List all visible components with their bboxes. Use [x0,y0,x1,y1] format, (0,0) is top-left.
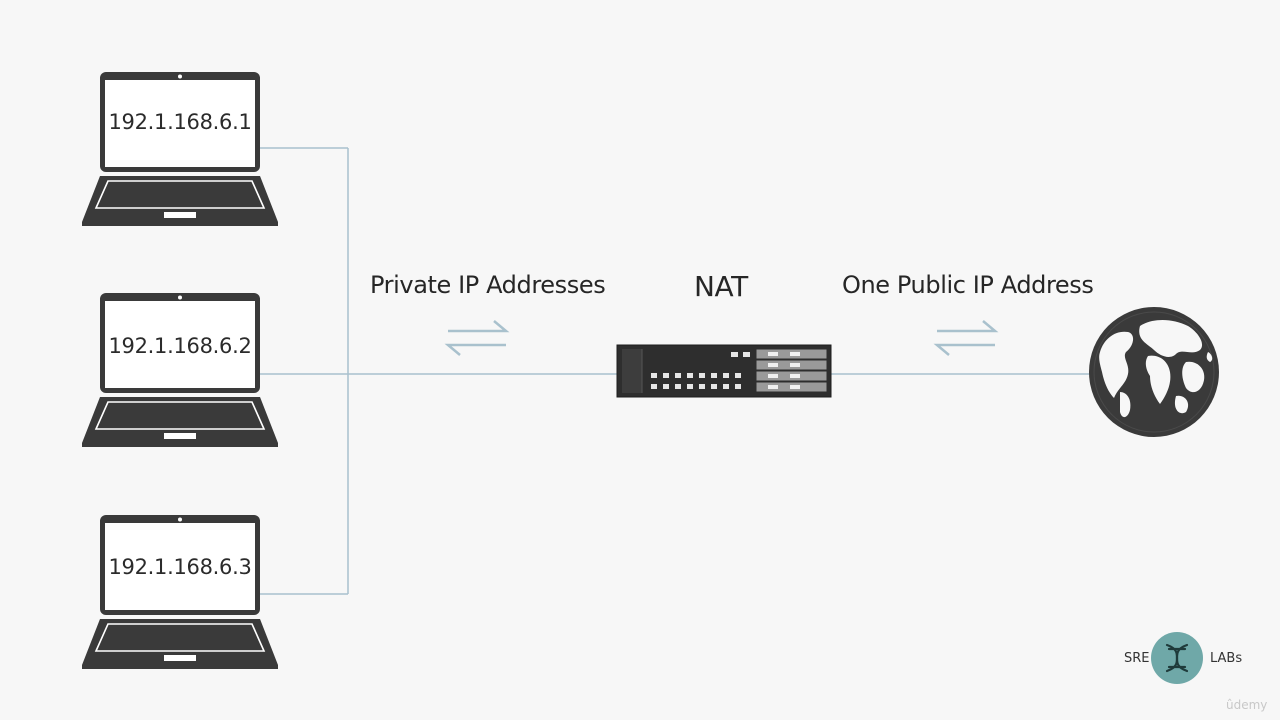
globe-icon [1089,307,1219,437]
laptop-icon [81,514,279,670]
exchange-arrows-icon [933,320,999,356]
router-icon [616,344,832,398]
exchange-arrows-icon [444,320,510,356]
laptop-icon [81,292,279,448]
private-ip-label: Private IP Addresses [370,271,606,299]
public-ip-label: One Public IP Address [842,271,1094,299]
connection-lines [260,147,1092,595]
laptop-2-ip: 192.1.168.6.2 [108,334,252,358]
brand-right-text: LABs [1210,651,1243,666]
brand-left-text: SRE [1124,651,1150,666]
laptop-1-ip: 192.1.168.6.1 [108,110,252,134]
dna-icon [1151,632,1203,684]
watermark-text: ûdemy [1226,698,1268,712]
laptop-3-ip: 192.1.168.6.3 [108,555,252,579]
nat-label: NAT [694,270,748,303]
laptop-icon [81,71,279,227]
